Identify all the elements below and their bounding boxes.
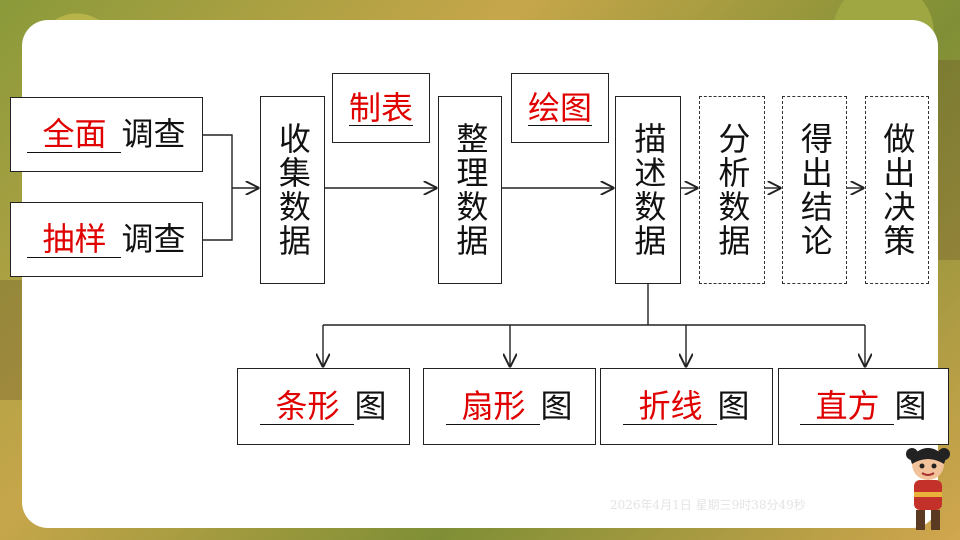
analyze-data-box: 分析数据 xyxy=(699,96,765,284)
chart-type-suffix: 图 xyxy=(894,387,927,426)
describe-data-label: 描述数据 xyxy=(629,122,668,258)
chart-type-suffix: 图 xyxy=(354,387,387,426)
chart-type-box: 直方图 xyxy=(778,368,949,445)
chart-type-suffix: 图 xyxy=(540,387,573,426)
draw-label-box: 绘图 xyxy=(511,73,609,143)
draw-conclusion-box: 得出结论 xyxy=(782,96,847,284)
chart-type-box: 扇形图 xyxy=(423,368,596,445)
chart-type-answer: 扇形 xyxy=(446,387,541,426)
make-decision-label: 做出决策 xyxy=(878,122,917,258)
collect-data-box: 收集数据 xyxy=(260,96,325,284)
sample-survey-box: 抽样调查 xyxy=(10,202,203,277)
describe-data-box: 描述数据 xyxy=(615,96,681,284)
sample-survey-suffix: 调查 xyxy=(121,220,186,259)
draw-answer: 绘图 xyxy=(527,88,592,127)
organize-data-box: 整理数据 xyxy=(438,96,502,284)
chart-type-answer: 折线 xyxy=(623,387,718,426)
full-survey-box: 全面调查 xyxy=(10,97,203,172)
chart-type-box: 条形图 xyxy=(237,368,410,445)
collect-data-label: 收集数据 xyxy=(273,122,312,258)
background-decoration xyxy=(0,280,24,400)
make-decision-box: 做出决策 xyxy=(865,96,929,284)
timestamp-watermark: 2026年4月1日 星期三9时38分49秒 xyxy=(610,498,806,512)
analyze-data-label: 分析数据 xyxy=(713,122,752,258)
sample-survey-answer: 抽样 xyxy=(27,220,122,259)
organize-data-label: 整理数据 xyxy=(451,122,490,258)
chart-type-box: 折线图 xyxy=(600,368,773,445)
chart-type-suffix: 图 xyxy=(717,387,750,426)
tabulate-label-box: 制表 xyxy=(332,73,430,143)
chart-type-answer: 直方 xyxy=(800,387,895,426)
full-survey-answer: 全面 xyxy=(27,115,122,154)
cartoon-character-icon xyxy=(906,448,950,530)
background-decoration xyxy=(938,60,960,260)
draw-conclusion-label: 得出结论 xyxy=(795,122,834,258)
chart-type-answer: 条形 xyxy=(260,387,355,426)
full-survey-suffix: 调查 xyxy=(121,115,186,154)
tabulate-answer: 制表 xyxy=(348,88,413,127)
